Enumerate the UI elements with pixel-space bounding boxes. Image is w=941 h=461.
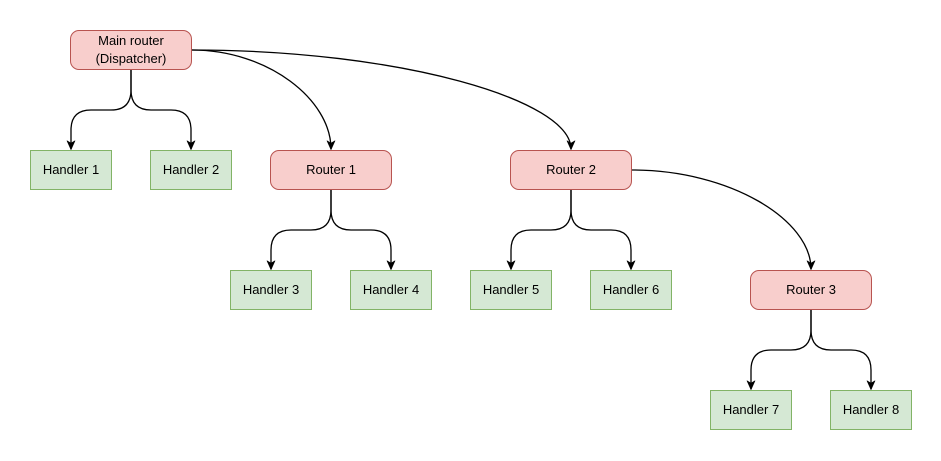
edge-main-to-r1	[191, 49, 336, 151]
edge-r2-to-h5	[506, 190, 572, 271]
edge-r1-to-h4	[330, 190, 396, 271]
node-handler-1: Handler 1	[30, 150, 112, 190]
node-handler-4: Handler 4	[350, 270, 432, 310]
node-handler-2: Handler 2	[150, 150, 232, 190]
node-handler-7: Handler 7	[710, 390, 792, 430]
node-main-router-dispatcher: Main router (Dispatcher)	[70, 30, 192, 70]
edge-main-to-r2	[191, 49, 576, 151]
edge-r3-to-h8	[810, 310, 876, 391]
edge-main-to-h2	[130, 70, 196, 151]
node-handler-3: Handler 3	[230, 270, 312, 310]
edge-r2-to-h6	[570, 190, 636, 271]
node-router-1: Router 1	[270, 150, 392, 190]
edge-r2-to-r3	[631, 169, 816, 271]
node-handler-8: Handler 8	[830, 390, 912, 430]
node-router-3: Router 3	[750, 270, 872, 310]
edge-r3-to-h7	[746, 310, 812, 391]
node-router-2: Router 2	[510, 150, 632, 190]
edge-main-to-h1	[66, 70, 132, 151]
node-handler-5: Handler 5	[470, 270, 552, 310]
node-handler-6: Handler 6	[590, 270, 672, 310]
edge-r1-to-h3	[266, 190, 332, 271]
